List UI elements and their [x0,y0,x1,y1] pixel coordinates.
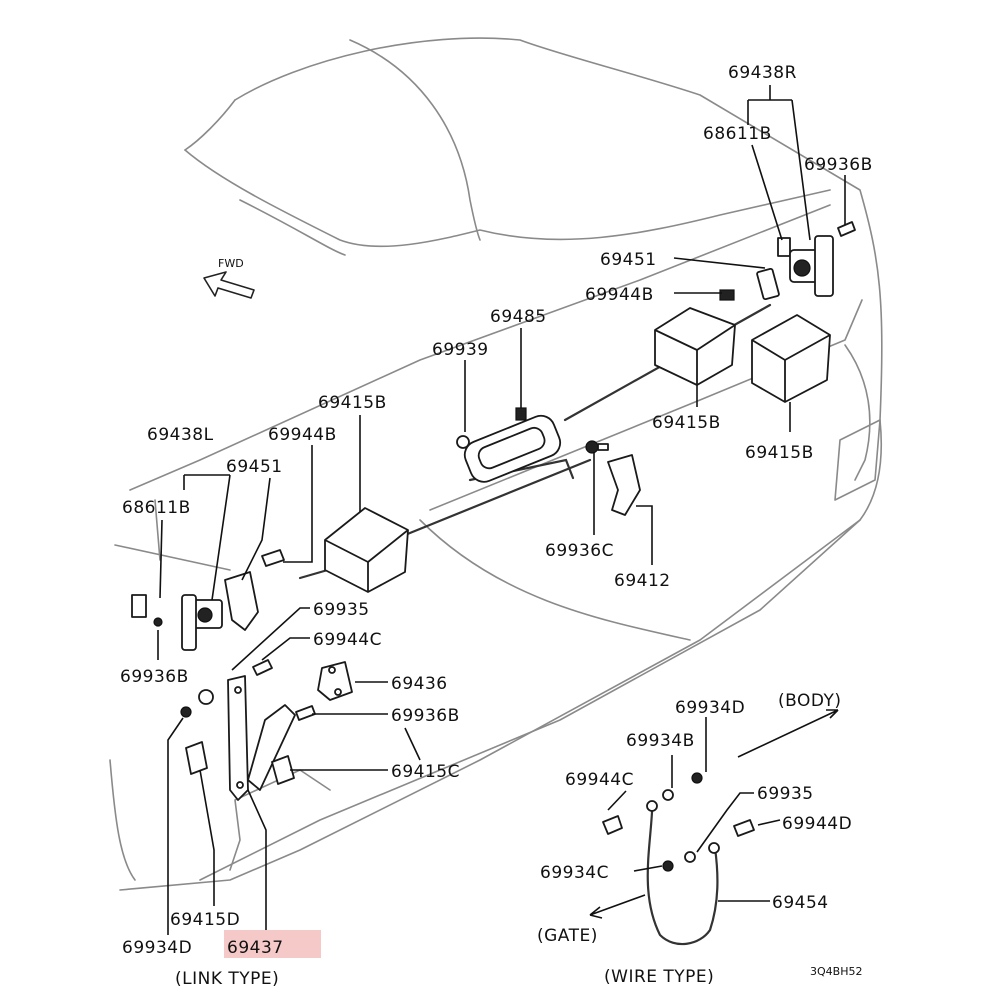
vehicle-body-outline [109,37,883,891]
link-69412 [585,440,641,516]
label-69935-left: 69935 [313,600,370,620]
label-69944B-left: 69944B [268,425,337,445]
label-69944C-left: 69944C [313,630,382,650]
link-rod-69437 [227,675,249,801]
captions: (BODY) (GATE) (LINK TYPE) (WIRE TYPE) 3Q… [175,691,862,989]
caption-gate: (GATE) [537,926,598,946]
leader-lines [157,85,846,935]
fwd-label: FWD [218,257,244,270]
label-69438L: 69438L [147,425,214,445]
actuator-box-mid [324,507,409,593]
label-69936B-mid: 69936B [391,706,460,726]
label-69415B-mid: 69415B [318,393,387,413]
label-69944D: 69944D [782,814,852,834]
handle-assembly [456,407,562,483]
label-69436: 69436 [391,674,448,694]
label-69437: 69437 [227,938,284,958]
part-labels: 69438R 68611B 69936B 69451 69944B 69485 … [120,63,873,958]
actuator-box-right [751,314,831,403]
label-69936B-left: 69936B [120,667,189,687]
fasteners-wire [602,772,755,872]
fasteners-link [180,659,316,721]
label-69415B-top: 69415B [652,413,721,433]
label-69935-right: 69935 [757,784,814,804]
label-69934B: 69934B [626,731,695,751]
caption-wire-type: (WIRE TYPE) [604,967,714,987]
highlight-69437 [224,930,321,958]
bracket-69436 [317,661,353,701]
label-68611B-left: 68611B [122,498,191,518]
label-69451-right: 69451 [600,250,657,270]
label-68611B-right: 68611B [703,124,772,144]
caption-link-type: (LINK TYPE) [175,969,279,989]
label-69934D-right: 69934D [675,698,745,718]
label-69934D-left: 69934D [122,938,192,958]
actuator-box-top [654,307,736,386]
clip-69415C [271,755,295,785]
label-69415C: 69415C [391,762,460,782]
fwd-arrow-icon [203,271,255,299]
link-arm [247,704,296,791]
label-69415D: 69415D [170,910,240,930]
wire-cable-69454 [646,800,720,946]
label-69936B-right: 69936B [804,155,873,175]
label-69939: 69939 [432,340,489,360]
label-69438R: 69438R [728,63,797,83]
label-69454: 69454 [772,893,829,913]
label-69415B-right: 69415B [745,443,814,463]
label-69944B-right: 69944B [585,285,654,305]
label-69412: 69412 [614,571,671,591]
label-69944C-right: 69944C [565,770,634,790]
label-69934C: 69934C [540,863,609,883]
clip-69415D [185,741,208,775]
label-69485: 69485 [490,307,547,327]
right-latch-assembly [719,221,856,301]
label-69451-left: 69451 [226,457,283,477]
caption-body: (BODY) [778,691,842,711]
drawing-code: 3Q4BH52 [810,965,862,978]
label-69936C: 69936C [545,541,614,561]
left-latch-assembly [131,549,285,651]
